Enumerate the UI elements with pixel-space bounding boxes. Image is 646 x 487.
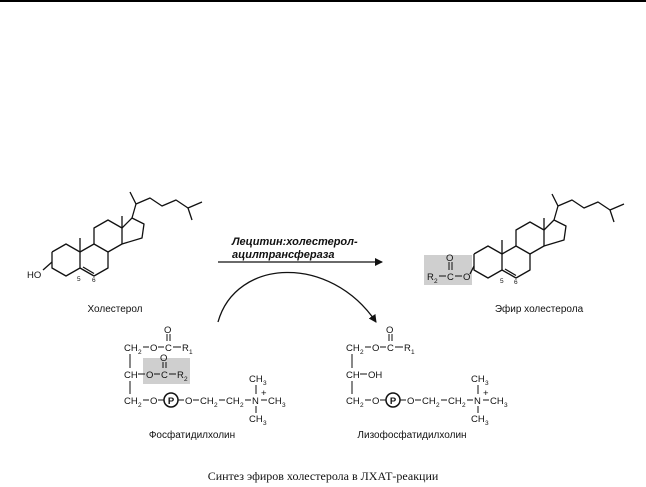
svg-text:CH: CH (124, 370, 138, 381)
svg-text:R: R (427, 272, 434, 283)
svg-text:1: 1 (411, 349, 415, 356)
cholesterol-structure: HO 5 6 (27, 191, 203, 284)
svg-text:+: + (483, 388, 489, 399)
svg-text:2: 2 (214, 402, 218, 409)
svg-text:+: + (261, 388, 267, 399)
svg-text:CH: CH (490, 396, 504, 407)
svg-text:O: O (386, 325, 393, 336)
svg-text:CH: CH (124, 343, 138, 354)
svg-text:O: O (164, 325, 171, 336)
svg-text:3: 3 (504, 402, 508, 409)
curved-transfer-arrow (217, 271, 377, 323)
svg-text:CH: CH (226, 396, 240, 407)
hydroxyl-group: HO (27, 270, 41, 281)
svg-text:CH: CH (200, 396, 214, 407)
svg-text:CH: CH (422, 396, 436, 407)
svg-text:2: 2 (184, 376, 188, 383)
svg-text:R: R (182, 343, 189, 354)
svg-text:O: O (372, 343, 379, 354)
svg-text:O: O (150, 343, 157, 354)
svg-text:2: 2 (138, 349, 142, 356)
svg-text:2: 2 (360, 402, 364, 409)
enzyme-name-line1: Лецитин:холестерол- (231, 236, 358, 248)
svg-text:O: O (185, 396, 192, 407)
svg-text:5: 5 (500, 278, 504, 285)
cholesterol-label: Холестерол (87, 304, 142, 315)
svg-text:O: O (407, 396, 414, 407)
svg-text:CH: CH (268, 396, 282, 407)
svg-text:C: C (387, 343, 394, 354)
svg-text:R: R (404, 343, 411, 354)
svg-text:3: 3 (282, 402, 286, 409)
lysophosphatidylcholine-label: Лизофосфатидилхолин (357, 429, 466, 441)
svg-text:3: 3 (485, 380, 489, 387)
svg-text:CH: CH (249, 374, 263, 385)
svg-text:R: R (177, 370, 184, 381)
top-rule (0, 0, 646, 2)
svg-text:3: 3 (263, 380, 267, 387)
svg-text:O: O (463, 272, 470, 283)
carbon-5-label: 5 (77, 276, 81, 283)
svg-text:2: 2 (462, 402, 466, 409)
svg-text:C: C (447, 272, 454, 283)
svg-text:C: C (161, 370, 168, 381)
svg-text:O: O (446, 253, 453, 264)
svg-text:CH: CH (346, 396, 360, 407)
svg-text:O: O (146, 370, 153, 381)
svg-text:6: 6 (514, 279, 518, 286)
svg-text:CH: CH (471, 374, 485, 385)
svg-text:O: O (150, 396, 157, 407)
svg-text:3: 3 (485, 420, 489, 427)
svg-text:2: 2 (360, 349, 364, 356)
svg-text:2: 2 (138, 402, 142, 409)
figure-caption: Синтез эфиров холестерола в ЛХАТ-реакции (208, 469, 439, 483)
svg-text:2: 2 (434, 278, 438, 285)
svg-text:C: C (165, 343, 172, 354)
svg-text:CH: CH (346, 343, 360, 354)
phosphatidylcholine-label: Фосфатидилхолин (149, 429, 235, 441)
svg-text:O: O (160, 353, 167, 364)
svg-text:1: 1 (189, 349, 193, 356)
cholesterol-ester-structure: R 2 C O O 5 6 (424, 193, 625, 286)
svg-text:P: P (168, 396, 175, 407)
carbon-6-label: 6 (92, 277, 96, 284)
svg-text:2: 2 (240, 402, 244, 409)
svg-text:CH: CH (346, 370, 360, 381)
cholesterol-ester-label: Эфир холестерола (495, 303, 584, 315)
svg-text:CH: CH (249, 414, 263, 425)
phosphatidylcholine-structure: CH 2 O C O R 1 CH O C O R 2 CH 2 O P (124, 325, 286, 427)
svg-text:N: N (252, 396, 259, 407)
svg-text:CH: CH (124, 396, 138, 407)
svg-text:P: P (390, 396, 397, 407)
svg-text:OH: OH (368, 370, 382, 381)
svg-text:CH: CH (471, 414, 485, 425)
svg-text:CH: CH (448, 396, 462, 407)
svg-text:N: N (474, 396, 481, 407)
enzyme-name-line2: ацилтрансфераза (232, 249, 334, 261)
lysophosphatidylcholine-structure: CH 2 O C O R 1 CH OH CH 2 O P O CH 2 CH … (346, 325, 508, 427)
svg-text:3: 3 (263, 420, 267, 427)
svg-text:2: 2 (436, 402, 440, 409)
svg-text:O: O (372, 396, 379, 407)
acyl-highlight (424, 255, 472, 285)
